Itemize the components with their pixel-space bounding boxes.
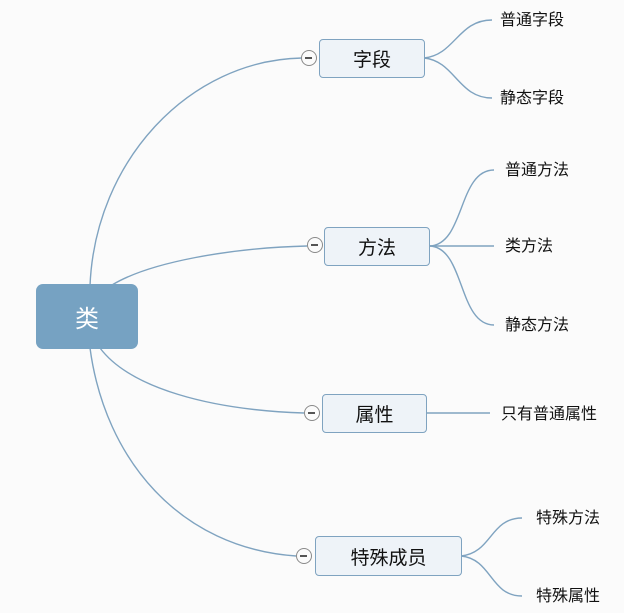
connector-fields-to-static bbox=[423, 57, 493, 99]
leaf-node[interactable]: 普通字段 bbox=[500, 10, 565, 29]
branch-label: 特殊成员 bbox=[350, 546, 427, 569]
connector-methods-to-static bbox=[429, 245, 495, 326]
root-node[interactable]: 类 bbox=[36, 284, 138, 349]
branch-label: 属性 bbox=[355, 404, 394, 426]
connector-root-to-special bbox=[89, 347, 297, 557]
connector-special-to-properties bbox=[460, 555, 523, 597]
collapse-toggle-icon[interactable] bbox=[304, 405, 320, 421]
leaf-node[interactable]: 特殊方法 bbox=[536, 508, 601, 527]
leaf-node[interactable]: 只有普通属性 bbox=[501, 404, 598, 423]
branch-label: 字段 bbox=[352, 49, 391, 71]
connector-root-to-properties bbox=[99, 347, 305, 414]
connector-root-to-methods bbox=[111, 245, 308, 286]
leaf-node[interactable]: 普通方法 bbox=[505, 160, 570, 179]
collapse-toggle-icon[interactable] bbox=[301, 50, 317, 66]
leaf-node[interactable]: 类方法 bbox=[505, 236, 554, 255]
connector-special-to-methods bbox=[460, 517, 523, 557]
leaf-node[interactable]: 静态字段 bbox=[500, 88, 565, 107]
branch-node-fields[interactable]: 字段 bbox=[319, 39, 425, 78]
connector-methods-to-normal bbox=[429, 169, 495, 247]
collapse-toggle-icon[interactable] bbox=[307, 237, 323, 253]
connector-root-to-fields bbox=[89, 57, 303, 287]
branch-node-properties[interactable]: 属性 bbox=[322, 394, 427, 433]
leaf-node[interactable]: 特殊属性 bbox=[536, 586, 601, 605]
branch-node-special-members[interactable]: 特殊成员 bbox=[315, 536, 462, 576]
collapse-toggle-icon[interactable] bbox=[296, 548, 312, 564]
branch-node-methods[interactable]: 方法 bbox=[324, 227, 430, 266]
leaf-node[interactable]: 静态方法 bbox=[505, 315, 570, 334]
root-label: 类 bbox=[75, 305, 99, 333]
branch-label: 方法 bbox=[357, 237, 396, 259]
connector-fields-to-normal bbox=[423, 19, 493, 59]
